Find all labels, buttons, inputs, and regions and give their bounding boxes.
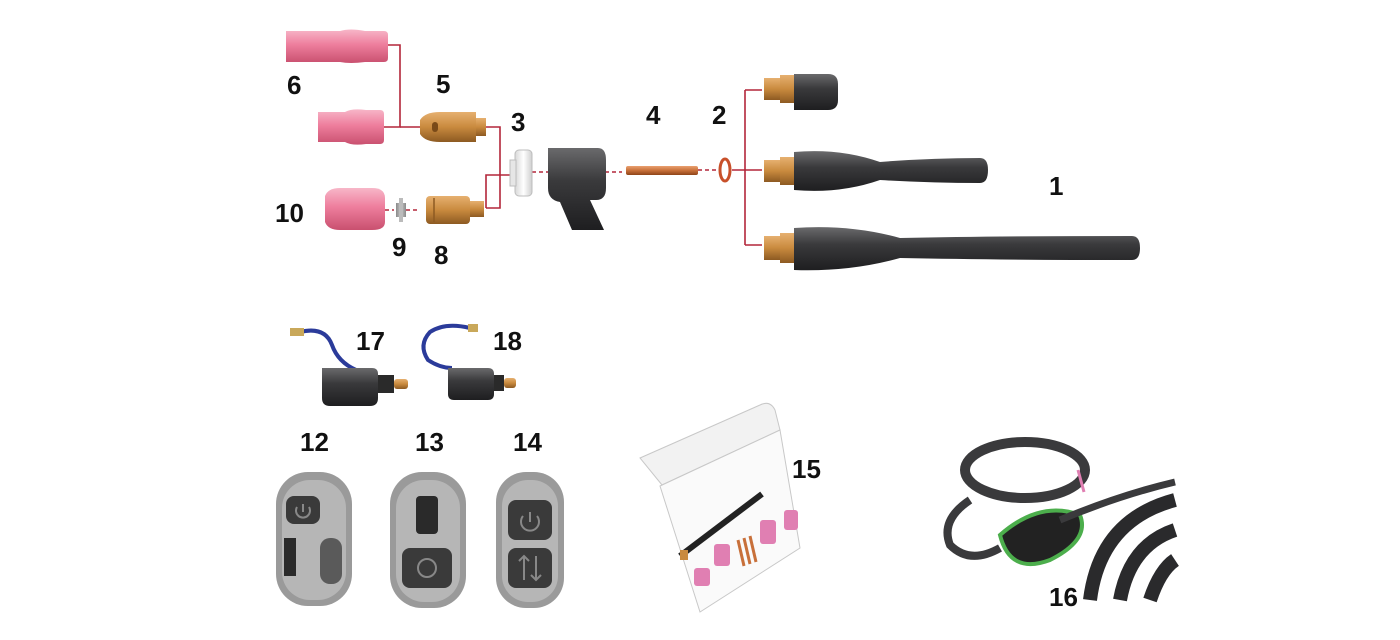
- ceramic-nozzle-short: [318, 109, 384, 145]
- part-label-14: 14: [513, 427, 542, 457]
- back-cap-medium: [764, 151, 988, 191]
- part-label-3: 3: [511, 107, 526, 137]
- back-cap-long: [764, 227, 1140, 271]
- part-label-6: 6: [287, 70, 302, 100]
- part-label-15: 15: [792, 454, 821, 484]
- part-label-2: 2: [712, 100, 727, 130]
- part-label-12: 12: [300, 427, 329, 457]
- connector-lines: [384, 44, 762, 246]
- part-label-9: 9: [392, 232, 407, 262]
- gas-lens-nozzle-10: [325, 188, 385, 230]
- switch-12: [276, 472, 352, 606]
- heat-shield-3: [509, 149, 533, 197]
- part-label-17: 17: [356, 326, 385, 356]
- gas-lens-insulator-9: [396, 198, 406, 222]
- torch-head: [548, 148, 606, 230]
- part-label-4: 4: [646, 100, 661, 130]
- collet-4: [626, 166, 698, 175]
- part-label-8: 8: [434, 240, 449, 270]
- torch-cable-16: [943, 437, 1180, 603]
- switch-14: [496, 472, 564, 608]
- part-label-1: 1: [1049, 171, 1064, 201]
- o-ring-2: [718, 157, 732, 183]
- part-label-16: 16: [1049, 582, 1078, 612]
- part-label-10: 10: [275, 198, 304, 228]
- part-label-18: 18: [493, 326, 522, 356]
- part-label-13: 13: [415, 427, 444, 457]
- back-cap-short: [764, 74, 838, 110]
- accessory-kit-15: [639, 402, 801, 613]
- cable-connector-18: [421, 323, 516, 400]
- switch-13: [390, 472, 466, 608]
- part-label-5: 5: [436, 69, 451, 99]
- ceramic-nozzle-6: [286, 29, 388, 63]
- collet-body-5: [420, 112, 486, 142]
- cable-connector-17: [290, 328, 408, 406]
- gas-lens-8: [426, 196, 484, 224]
